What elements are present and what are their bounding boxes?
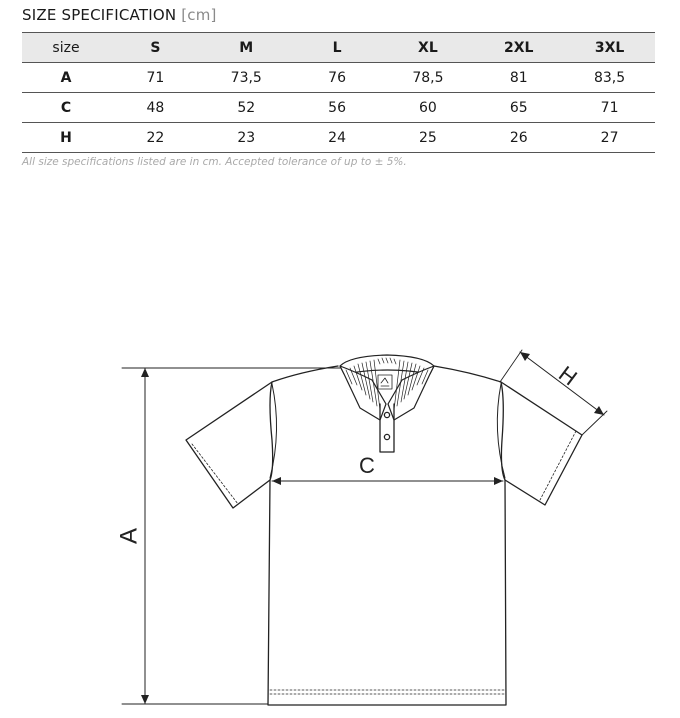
size-header-m: M bbox=[200, 32, 292, 63]
table-row-a: A 71 73,5 76 78,5 81 83,5 bbox=[22, 62, 655, 93]
dimension-h-top-arrow bbox=[520, 352, 530, 361]
right-sleeve-hem-stitch bbox=[539, 430, 577, 501]
left-sleeve-hem-stitch bbox=[191, 443, 239, 505]
table-cell: 27 bbox=[564, 122, 655, 153]
size-header-2xl: 2XL bbox=[473, 32, 565, 63]
size-header-s: S bbox=[110, 32, 201, 63]
dimension-c-label: C bbox=[359, 453, 375, 478]
neck-label-logo-icon bbox=[380, 377, 390, 387]
table-cell: 73,5 bbox=[200, 62, 292, 93]
row-label-h: H bbox=[22, 122, 111, 153]
table-cell: 71 bbox=[564, 92, 655, 123]
table-cell: 81 bbox=[473, 62, 565, 93]
table-cell: 24 bbox=[291, 122, 383, 153]
table-cell: 60 bbox=[382, 92, 474, 123]
table-cell: 26 bbox=[473, 122, 565, 153]
collar-left-point bbox=[339, 365, 387, 421]
table-cell: 83,5 bbox=[564, 62, 655, 93]
dimension-a-top-arrow bbox=[141, 368, 149, 377]
table-cell: 22 bbox=[110, 122, 201, 153]
table-cell: 76 bbox=[291, 62, 383, 93]
dimension-c-right-arrow bbox=[494, 477, 503, 485]
size-column-header: size bbox=[22, 32, 111, 63]
table-cell: 71 bbox=[110, 62, 201, 93]
collar-rib-hatching bbox=[345, 357, 429, 411]
right-sleeve-outline bbox=[500, 381, 583, 506]
left-sleeve-outline bbox=[185, 381, 273, 509]
table-row-h: H 22 23 24 25 26 27 bbox=[22, 122, 655, 153]
placket-button-1 bbox=[383, 411, 391, 419]
heading-title: SIZE SPECIFICATION bbox=[22, 6, 177, 24]
left-armhole-seam bbox=[269, 383, 277, 479]
placket bbox=[379, 403, 395, 453]
collar-right-point bbox=[387, 365, 435, 421]
heading-unit: [cm] bbox=[181, 6, 217, 24]
row-label-c: C bbox=[22, 92, 111, 123]
dimension-h-bottom-arrow bbox=[594, 406, 604, 415]
dimension-a-label: A bbox=[115, 528, 142, 544]
dimension-h-line bbox=[519, 351, 605, 416]
size-header-xl: XL bbox=[382, 32, 474, 63]
table-cell: 65 bbox=[473, 92, 565, 123]
dimension-h-extension-1 bbox=[499, 349, 523, 383]
table-cell: 52 bbox=[200, 92, 292, 123]
table-cell: 23 bbox=[200, 122, 292, 153]
table-row-c: C 48 52 56 60 65 71 bbox=[22, 92, 655, 123]
placket-button-2 bbox=[383, 433, 391, 441]
section-heading: SIZE SPECIFICATION [cm] bbox=[22, 6, 217, 24]
size-specification-table: size S M L XL 2XL 3XL A 71 73,5 76 78,5 … bbox=[22, 32, 655, 153]
neck-label bbox=[377, 374, 393, 390]
table-cell: 48 bbox=[110, 92, 201, 123]
table-header-row: size S M L XL 2XL 3XL bbox=[22, 32, 655, 63]
size-header-3xl: 3XL bbox=[564, 32, 655, 63]
table-cell: 56 bbox=[291, 92, 383, 123]
dimension-a-bottom-arrow bbox=[141, 695, 149, 704]
dimension-h-extension-2 bbox=[581, 410, 608, 436]
dimension-c-left-arrow bbox=[272, 477, 281, 485]
table-cell: 25 bbox=[382, 122, 474, 153]
size-header-l: L bbox=[291, 32, 383, 63]
table-cell: 78,5 bbox=[382, 62, 474, 93]
dimension-h-label: H bbox=[554, 361, 582, 391]
right-armhole-seam bbox=[496, 383, 506, 479]
tolerance-note: All size specifications listed are in cm… bbox=[22, 156, 407, 168]
row-label-a: A bbox=[22, 62, 111, 93]
